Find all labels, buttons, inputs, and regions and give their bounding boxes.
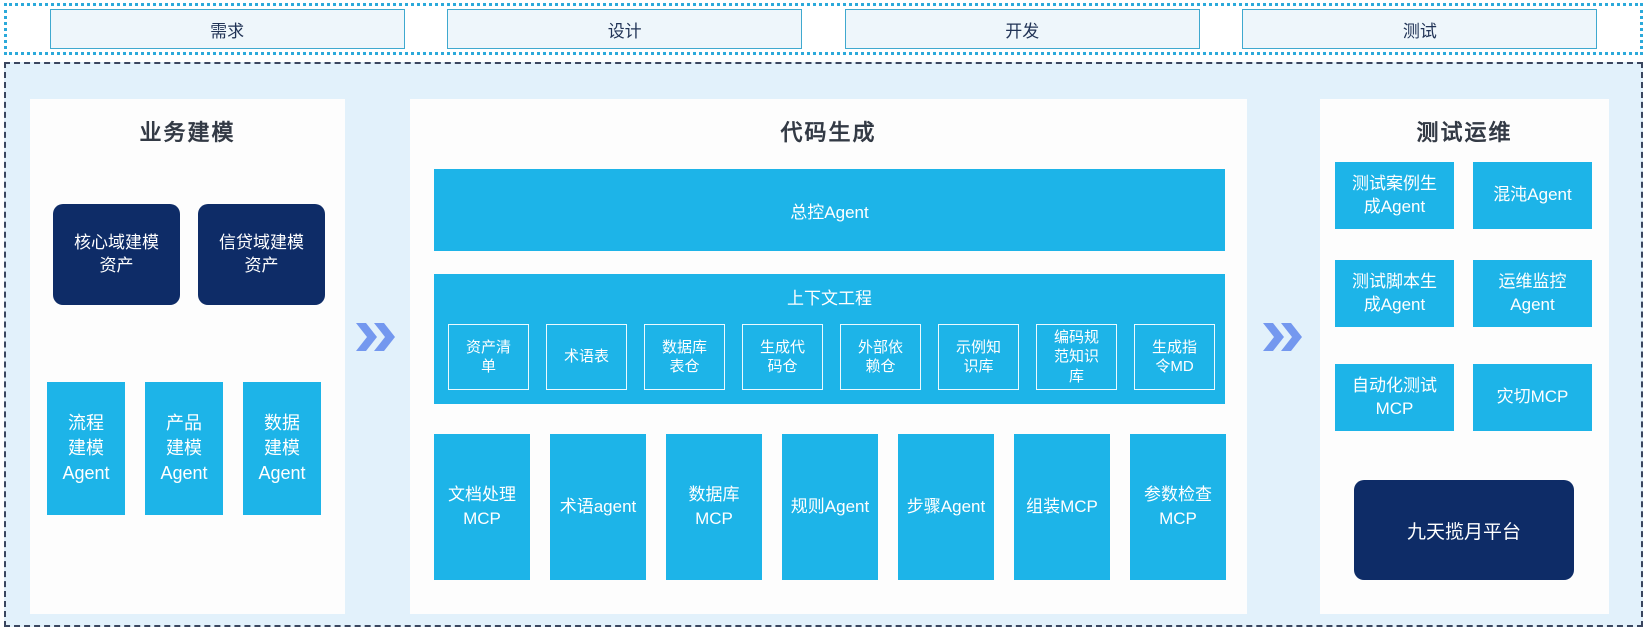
workflow-stage-bar: 需求 设计 开发 测试 bbox=[4, 3, 1643, 55]
test-ops-row-2: 测试脚本生 成Agent 运维监控 Agent bbox=[1335, 260, 1592, 327]
box-param-check-mcp: 参数检查 MCP bbox=[1130, 434, 1226, 580]
box-test-script-generation-agent: 测试脚本生 成Agent bbox=[1335, 260, 1454, 327]
box-automated-test-mcp: 自动化测试 MCP bbox=[1335, 364, 1454, 431]
box-database-table-repo: 数据库 表仓 bbox=[644, 324, 725, 390]
box-test-case-generation-agent: 测试案例生 成Agent bbox=[1335, 162, 1454, 229]
panel-title-test-ops: 测试运维 bbox=[1416, 120, 1513, 145]
box-example-knowledge-base: 示例知 识库 bbox=[938, 324, 1019, 390]
panel-test-ops: 测试运维 测试案例生 成Agent 混沌Agent 测试脚本生 成Agent 运… bbox=[1320, 99, 1609, 614]
box-database-mcp: 数据库 MCP bbox=[666, 434, 762, 580]
panel-title-code-generation: 代码生成 bbox=[780, 120, 877, 145]
box-master-agent: 总控Agent bbox=[434, 169, 1225, 251]
box-assembly-mcp: 组装MCP bbox=[1014, 434, 1110, 580]
box-generated-code-repo: 生成代 码仓 bbox=[742, 324, 823, 390]
box-core-domain-modeling-assets: 核心域建模 资产 bbox=[53, 204, 180, 305]
box-glossary-agent: 术语agent bbox=[550, 434, 646, 580]
context-engineering-title: 上下文工程 bbox=[787, 289, 872, 308]
flow-arrow-right-icon bbox=[354, 322, 396, 352]
architecture-container: 业务建模 核心域建模 资产 信贷域建模 资产 流程 建模 Agent 产品 建模… bbox=[4, 62, 1643, 627]
box-data-modeling-agent: 数据 建模 Agent bbox=[243, 382, 321, 515]
box-chaos-agent: 混沌Agent bbox=[1473, 162, 1592, 229]
test-ops-row-3: 自动化测试 MCP 灾切MCP bbox=[1335, 364, 1592, 431]
box-ops-monitoring-agent: 运维监控 Agent bbox=[1473, 260, 1592, 327]
box-product-modeling-agent: 产品 建模 Agent bbox=[145, 382, 223, 515]
code-generation-tools-row: 文档处理 MCP 术语agent 数据库 MCP 规则Agent 步骤Agent… bbox=[434, 434, 1226, 580]
box-generation-instruction-md: 生成指 令MD bbox=[1134, 324, 1215, 390]
box-asset-list: 资产清 单 bbox=[448, 324, 529, 390]
business-asset-row: 核心域建模 资产 信贷域建模 资产 bbox=[53, 204, 325, 305]
box-external-dependency-repo: 外部依 赖仓 bbox=[840, 324, 921, 390]
panel-title-business-modeling: 业务建模 bbox=[139, 120, 236, 145]
stage-development: 开发 bbox=[844, 9, 1200, 49]
context-engineering-section: 上下文工程 资产清 单 术语表 数据库 表仓 生成代 码仓 外部依 赖仓 示例知… bbox=[434, 274, 1225, 404]
panel-code-generation: 代码生成 总控Agent 上下文工程 资产清 单 术语表 数据库 表仓 生成代 … bbox=[410, 99, 1247, 614]
box-process-modeling-agent: 流程 建模 Agent bbox=[47, 382, 125, 515]
stage-requirements: 需求 bbox=[49, 9, 405, 49]
box-credit-domain-modeling-assets: 信贷域建模 资产 bbox=[198, 204, 325, 305]
panel-business-modeling: 业务建模 核心域建模 资产 信贷域建模 资产 流程 建模 Agent 产品 建模… bbox=[30, 99, 345, 614]
business-agent-row: 流程 建模 Agent 产品 建模 Agent 数据 建模 Agent bbox=[47, 382, 321, 515]
box-doc-processing-mcp: 文档处理 MCP bbox=[434, 434, 530, 580]
context-engineering-items: 资产清 单 术语表 数据库 表仓 生成代 码仓 外部依 赖仓 示例知 识库 编码… bbox=[448, 324, 1215, 390]
flow-arrow-right-icon bbox=[1261, 322, 1303, 352]
test-ops-row-1: 测试案例生 成Agent 混沌Agent bbox=[1335, 162, 1592, 229]
box-coding-standard-knowledge-base: 编码规 范知识 库 bbox=[1036, 324, 1117, 390]
box-rule-agent: 规则Agent bbox=[782, 434, 878, 580]
box-step-agent: 步骤Agent bbox=[898, 434, 994, 580]
stage-design: 设计 bbox=[447, 9, 803, 49]
box-glossary: 术语表 bbox=[546, 324, 627, 390]
box-jiutian-lanyue-platform: 九天揽月平台 bbox=[1354, 480, 1574, 580]
box-disaster-switch-mcp: 灾切MCP bbox=[1473, 364, 1592, 431]
stage-testing: 测试 bbox=[1242, 9, 1598, 49]
